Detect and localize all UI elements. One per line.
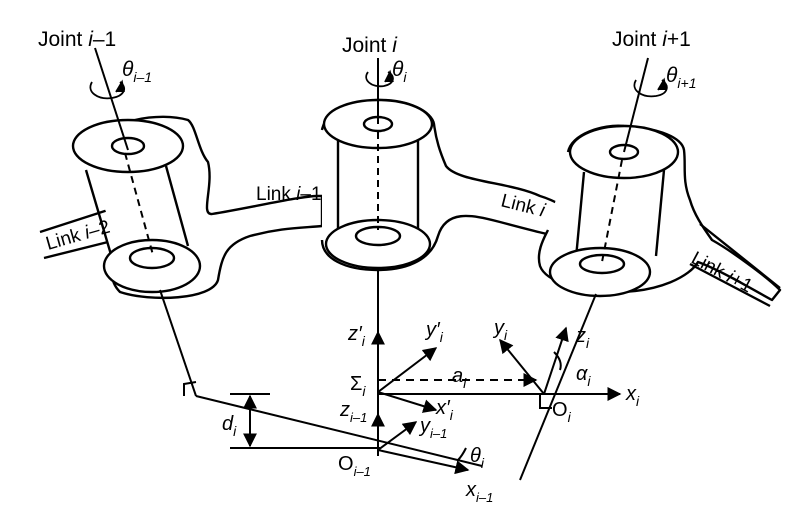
- label-o-i: Oi: [552, 399, 572, 425]
- label-y-im1: yi–1: [418, 415, 447, 441]
- link-im2-stub: [39, 208, 109, 260]
- label-theta-i: θi: [470, 445, 485, 471]
- label-o-im1: Oi–1: [338, 453, 371, 479]
- joint-curr-label: Joint i: [342, 34, 398, 57]
- label-a-i: ai: [452, 365, 467, 391]
- frame-arrows: [371, 326, 569, 475]
- label-z-prime: z′i: [347, 323, 366, 349]
- joint-axes: [94, 47, 649, 153]
- joint-next-label: Joint i+1: [612, 28, 691, 51]
- label-x-i: xi: [625, 383, 640, 409]
- frame-labels: z′i y′i Σi zi–1 x′i yi–1 Oi–1 θi xi–1 di…: [222, 317, 640, 505]
- joint-im1-cylinder: [71, 118, 202, 294]
- rotation-arrows: [89, 69, 668, 100]
- label-sigma: Σi: [350, 373, 366, 399]
- label-x-prime: x′i: [435, 397, 454, 423]
- joint-curr-theta: θi: [392, 58, 407, 85]
- link-im1-label: Link i–1: [256, 184, 322, 205]
- joint-prev-theta: θi–1: [122, 58, 152, 85]
- joint-next-theta: θi+1: [666, 64, 696, 91]
- label-y-i: yi: [492, 317, 508, 343]
- label-z-i: zi: [575, 325, 590, 351]
- label-z-im1: zi–1: [339, 399, 367, 425]
- label-x-im1: xi–1: [465, 479, 493, 505]
- joint-prev-label: Joint i–1: [38, 28, 116, 51]
- label-alpha-i: αi: [576, 363, 591, 389]
- link-ip1-stub: [689, 223, 781, 308]
- label-d-i: di: [222, 413, 237, 439]
- label-y-prime: y′i: [424, 319, 444, 345]
